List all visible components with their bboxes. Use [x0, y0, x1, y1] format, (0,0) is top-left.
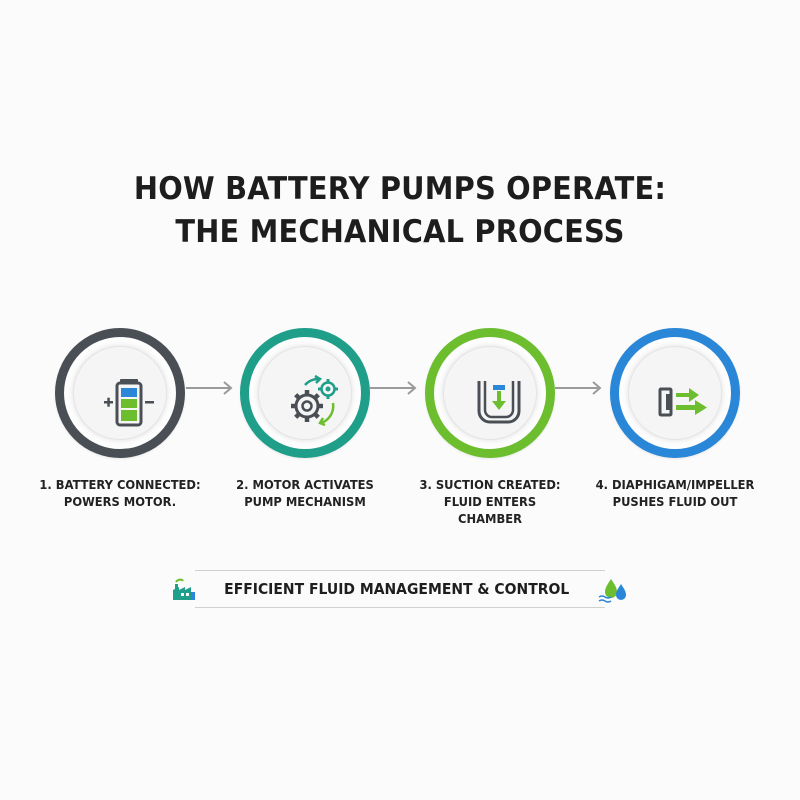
arrow-3-to-4-icon [555, 381, 602, 395]
step-4-label-line-1: 4. DIAPHIGAM/IMPELLER [595, 477, 755, 492]
step-3-label: 3. SUCTION CREATED: FLUID ENTERS CHAMBER [404, 476, 575, 527]
step-3-label-line-3: CHAMBER [458, 511, 522, 526]
arrow-2-to-3-icon [370, 381, 417, 395]
step-2-label-line-2: PUMP MECHANISM [244, 494, 366, 509]
title-line-2: THE MECHANICAL PROCESS [175, 214, 625, 250]
step-4-label: 4. DIAPHIGAM/IMPELLER PUSHES FLUID OUT [589, 476, 760, 510]
factory-icon [173, 578, 196, 600]
step-3-label-line-1: 3. SUCTION CREATED: [419, 477, 561, 492]
title-line-1: HOW BATTERY PUMPS OPERATE: [133, 171, 667, 207]
battery-icon [104, 379, 154, 427]
step-1-label: 1. BATTERY CONNECTED: POWERS MOTOR. [34, 476, 205, 510]
step-1-ring [55, 328, 185, 458]
footer-banner: EFFICIENT FLUID MANAGEMENT & CONTROL [173, 570, 626, 608]
banner-text: EFFICIENT FLUID MANAGEMENT & CONTROL [224, 580, 570, 598]
step-1-label-line-2: POWERS MOTOR. [63, 494, 177, 509]
step-pushes-fluid-out: 4. DIAPHIGAM/IMPELLER PUSHES FLUID OUT [582, 318, 768, 538]
push-out-icon [658, 387, 707, 417]
step-2-label-line-1: 2. MOTOR ACTIVATES [236, 477, 374, 492]
step-suction-created: 3. SUCTION CREATED: FLUID ENTERS CHAMBER [397, 318, 583, 538]
step-2-label: 2. MOTOR ACTIVATES PUMP MECHANISM [219, 476, 390, 510]
gears-icon [291, 374, 338, 427]
water-drops-icon [598, 579, 626, 603]
arrow-1-to-2-icon [186, 381, 233, 395]
suction-chamber-icon [477, 381, 521, 424]
step-4-label-line-2: PUSHES FLUID OUT [612, 494, 738, 509]
step-2-ring [240, 328, 370, 458]
step-motor-activates: 2. MOTOR ACTIVATES PUMP MECHANISM [212, 318, 398, 538]
step-3-label-line-2: FLUID ENTERS [443, 494, 537, 509]
step-1-label-line-1: 1. BATTERY CONNECTED: [39, 477, 201, 492]
step-3-ring [425, 328, 555, 458]
step-battery-connected: 1. BATTERY CONNECTED: POWERS MOTOR. [27, 318, 213, 538]
diagram-title: HOW BATTERY PUMPS OPERATE: THE MECHANICA… [28, 168, 772, 254]
step-4-ring [610, 328, 740, 458]
